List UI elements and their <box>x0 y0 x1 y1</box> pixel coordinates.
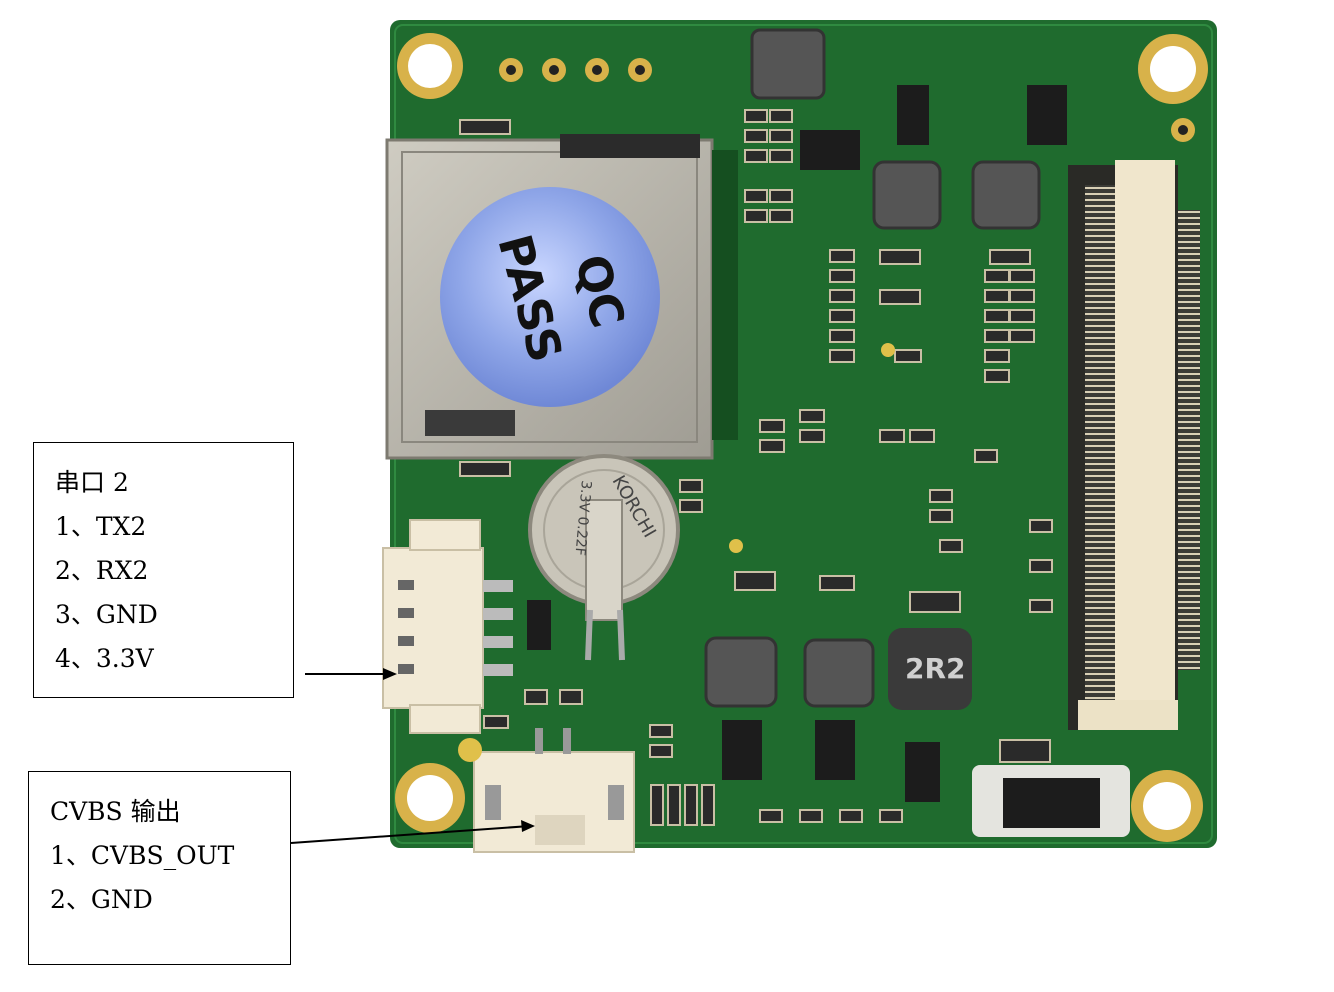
cvbs-callout-title: CVBS 输出 <box>50 797 181 826</box>
inductors <box>704 28 1041 708</box>
uart-pin-2: 2、RX2 <box>55 556 149 585</box>
mounting-hole-top-left <box>397 33 463 99</box>
uart-callout-box: 串口 2 1、TX2 2、RX2 3、GND 4、3.3V <box>33 442 294 698</box>
uart-callout-title: 串口 2 <box>55 468 129 497</box>
test-points <box>458 343 895 762</box>
cvbs-pin-2: 2、GND <box>50 885 153 914</box>
cvbs-pin-1: 1、CVBS_OUT <box>50 841 235 870</box>
uart-connector <box>382 519 513 734</box>
svg-text:2R2: 2R2 <box>905 652 966 685</box>
fpc-connector <box>1068 160 1200 730</box>
cvbs-pointer-arrow <box>290 825 531 844</box>
supercapacitor: KORCHI 3.3V 0.22F <box>528 454 680 661</box>
smd-components <box>459 109 1053 826</box>
mounting-hole-bottom-right <box>1131 770 1203 842</box>
uart-pin-4: 4、3.3V <box>55 644 154 673</box>
qc-pass-sticker: QC PASS <box>440 187 660 407</box>
header-pads <box>499 58 1195 142</box>
inductor-2r2: 2R2 <box>888 628 972 710</box>
mounting-hole-bottom-left <box>395 763 465 833</box>
mounting-hole-top-right <box>1138 34 1208 104</box>
cvbs-connector <box>473 728 635 853</box>
uart-pin-3: 3、GND <box>55 600 158 629</box>
svg-text:3.3V 0.22F: 3.3V 0.22F <box>571 480 594 557</box>
cvbs-callout-box: CVBS 输出 1、CVBS_OUT 2、GND <box>28 771 291 965</box>
uart-pin-1: 1、TX2 <box>55 512 147 541</box>
